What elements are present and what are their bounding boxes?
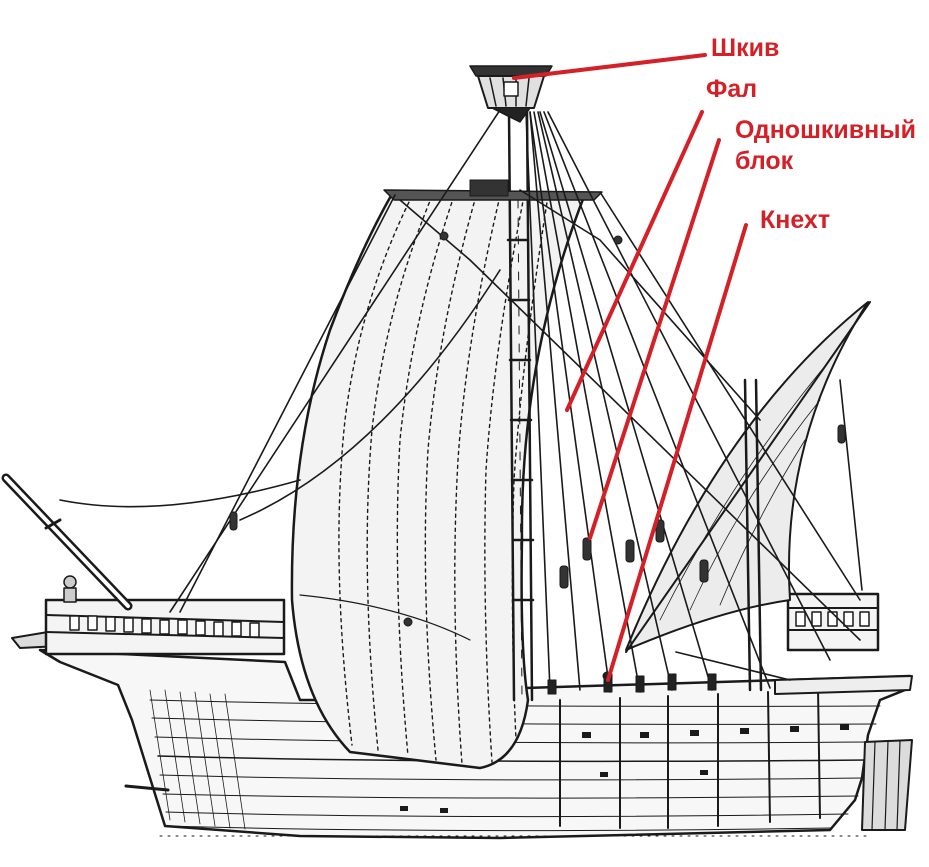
label-single-block-line2: блок bbox=[735, 147, 794, 175]
callout-line-knecht bbox=[606, 223, 748, 682]
label-single-block: Одношкивный блок bbox=[735, 115, 916, 177]
sterncastle bbox=[774, 592, 913, 695]
bowsprit bbox=[1, 473, 133, 611]
mizzen-sail bbox=[625, 301, 871, 692]
callout-line-sheave bbox=[512, 53, 707, 80]
label-sheave: Шкив bbox=[711, 34, 780, 62]
mainmast bbox=[383, 110, 603, 702]
label-knecht: Кнехт bbox=[760, 206, 831, 234]
rigging bbox=[59, 109, 863, 695]
fighting-top bbox=[469, 65, 553, 123]
callout-lines bbox=[512, 53, 748, 682]
forecastle bbox=[44, 575, 286, 656]
callout-line-halyard bbox=[565, 110, 704, 412]
label-halyard: Фал bbox=[706, 75, 758, 103]
callout-line-single-block bbox=[588, 138, 721, 540]
label-single-block-line1: Одношкивный bbox=[735, 116, 916, 144]
